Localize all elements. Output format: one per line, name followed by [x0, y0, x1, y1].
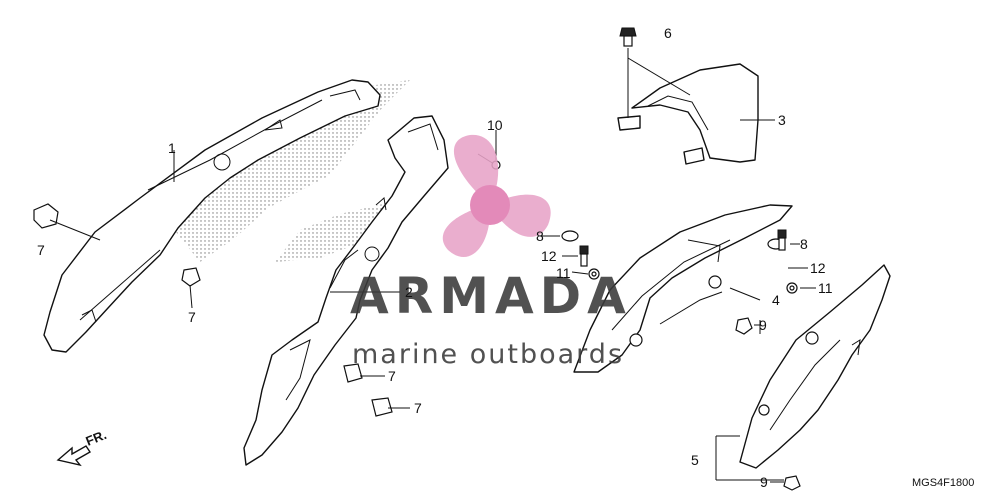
part-5-side-cover	[739, 264, 891, 469]
hardware-11-washer	[588, 268, 798, 294]
part-1-side-cover	[43, 79, 381, 353]
wing-emblem-decal	[176, 80, 410, 262]
hardware-6-bolt	[619, 27, 637, 47]
callout-9b: 9	[760, 474, 768, 490]
callout-1: 1	[168, 140, 176, 156]
callout-3: 3	[778, 112, 786, 128]
callout-10: 10	[487, 117, 503, 133]
part-4-grab-rail	[573, 204, 793, 373]
callout-8b: 8	[800, 236, 808, 252]
callout-4: 4	[772, 292, 780, 308]
watermark-title: ARMADA	[350, 267, 632, 325]
callout-6: 6	[664, 25, 672, 41]
front-arrow-icon	[56, 445, 91, 467]
hardware-9-nut	[735, 317, 801, 491]
callout-8a: 8	[536, 228, 544, 244]
watermark: ARMADA marine outboards	[350, 134, 632, 370]
part-3-seat-cowl	[617, 63, 759, 165]
callout-12a: 12	[541, 248, 557, 264]
callout-7b: 7	[188, 309, 196, 325]
callout-7a: 7	[37, 242, 45, 258]
front-direction-indicator: FR.	[56, 427, 109, 467]
leader-lines	[49, 48, 816, 483]
callout-7c: 7	[388, 368, 396, 384]
callout-12b: 12	[810, 260, 826, 276]
callout-7d: 7	[414, 400, 422, 416]
front-direction-label: FR.	[84, 427, 109, 449]
part-2-center-panel	[243, 115, 449, 466]
callout-5: 5	[691, 452, 699, 468]
callout-labels: 1 2 3 4 5 6 7 7 7 7 8 8 9 9 10 11 11 12 …	[37, 25, 833, 490]
hardware-7-clip	[33, 203, 393, 417]
callout-9a: 9	[759, 317, 767, 333]
propeller-logo-icon	[442, 134, 551, 258]
callout-11a: 11	[556, 265, 571, 281]
drawing-code: MGS4F1800	[912, 477, 974, 489]
callout-2: 2	[405, 284, 413, 300]
watermark-subtitle: marine outboards	[352, 339, 624, 370]
hardware-12-bolt	[579, 229, 787, 267]
callout-11b: 11	[818, 280, 833, 296]
